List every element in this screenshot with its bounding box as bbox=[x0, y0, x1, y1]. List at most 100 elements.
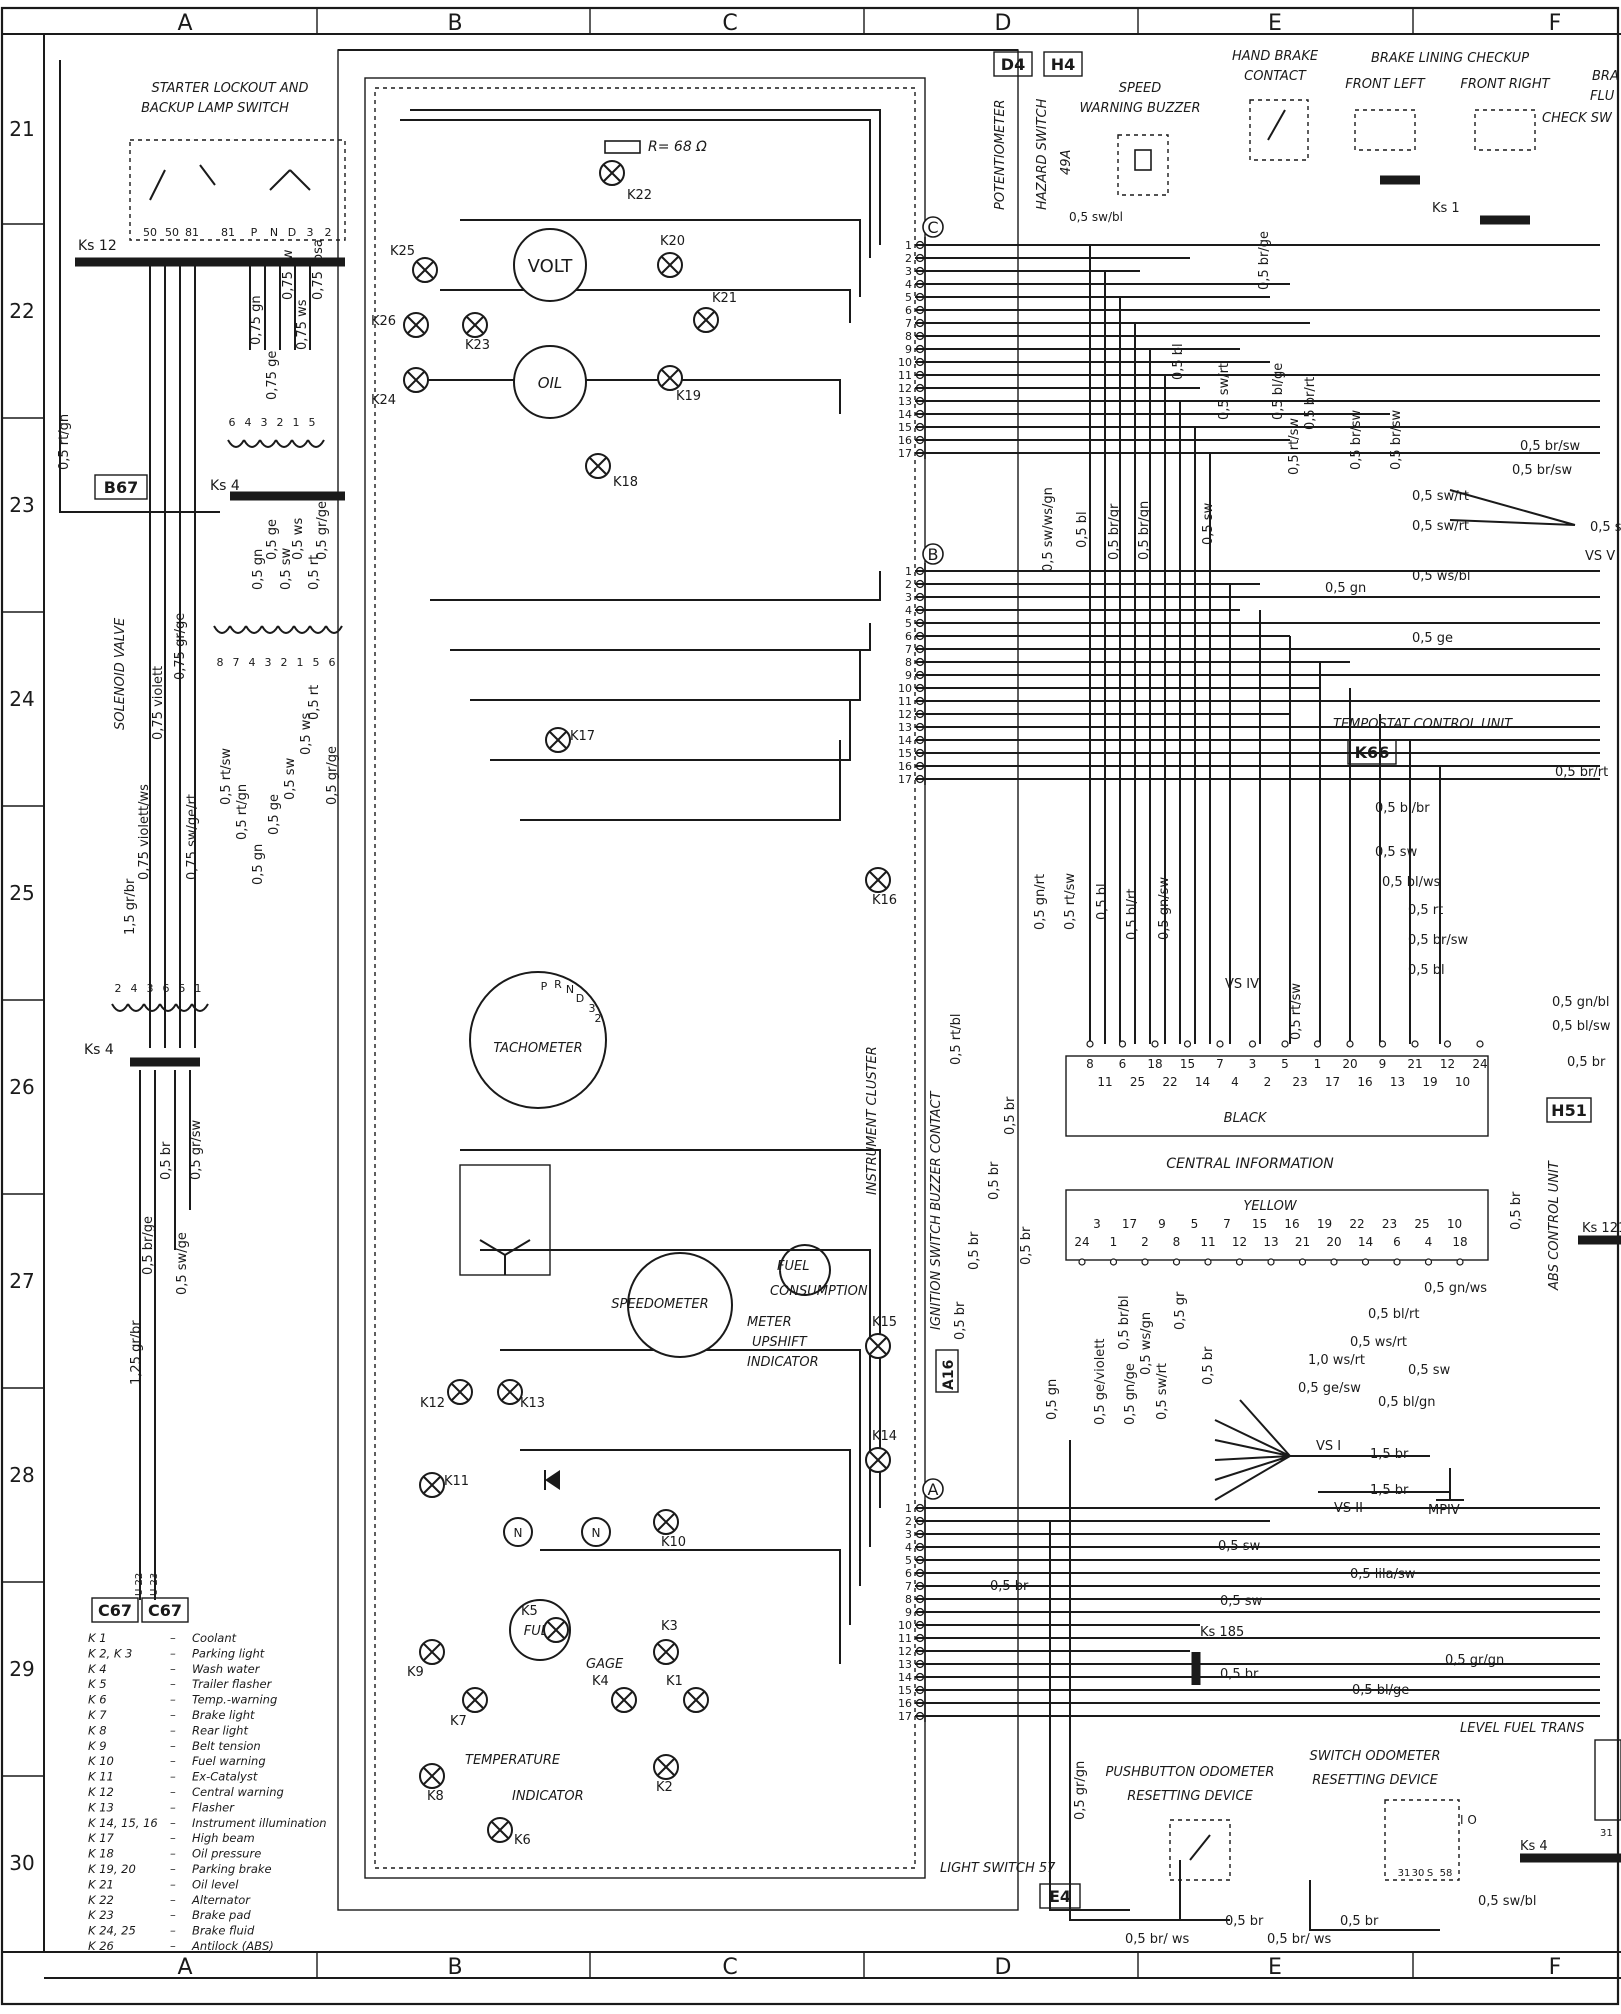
ignition-buzzer-label: IGNITION SWITCH BUZZER CONTACT bbox=[929, 1090, 944, 1330]
wire-label: 0,5 br bbox=[1509, 1191, 1524, 1230]
wire-label: 0,5 sw bbox=[1201, 502, 1216, 545]
central-pin-number: 20 bbox=[1326, 1235, 1341, 1249]
tacho-pin: N bbox=[566, 983, 574, 996]
connector-pin: 10 bbox=[898, 682, 912, 695]
legend-desc: Alternator bbox=[191, 1893, 251, 1907]
plug-pin: 5 bbox=[313, 656, 320, 669]
switch-pin: P bbox=[251, 226, 258, 239]
indicator-lamp: K4 bbox=[592, 1674, 637, 1713]
connector-pin: 13 bbox=[898, 1658, 912, 1671]
central-pin-number: 4 bbox=[1231, 1075, 1239, 1089]
wire-label: 0,5 rt bbox=[1408, 903, 1443, 918]
legend-desc: Oil level bbox=[192, 1877, 239, 1891]
oil-gauge: OIL bbox=[513, 345, 587, 419]
cluster-outline bbox=[337, 49, 1019, 1911]
lamp-label: K26 bbox=[371, 314, 396, 329]
indicator-lamp: K18 bbox=[585, 453, 638, 490]
wire-label: 0,5 bl/br bbox=[1375, 801, 1430, 816]
wires bbox=[59, 60, 1600, 1931]
legend-desc: Temp.-warning bbox=[192, 1693, 277, 1707]
resistor: R= 68 Ω bbox=[604, 139, 707, 155]
wire-label: 0,5 br bbox=[967, 1231, 982, 1270]
switch-pin: 50 bbox=[143, 226, 157, 239]
central-pin-number: 24 bbox=[1472, 1057, 1487, 1071]
wire-label: 0,5 br/ ws bbox=[1125, 1932, 1190, 1947]
wire-labels-left: 0,5 rt/gn 0,75 gn 0,75 sw 0,75 rosa 0,75… bbox=[57, 239, 340, 1385]
row-label: 21 bbox=[9, 117, 34, 141]
central-pin-number: 24 bbox=[1074, 1235, 1089, 1249]
wire-label: 0,75 violett/ws bbox=[137, 784, 152, 880]
d4-label: D4 bbox=[1001, 55, 1025, 74]
ks1-label: Ks 1 bbox=[1432, 201, 1460, 216]
indicator-lamp: K22 bbox=[599, 160, 652, 203]
oil-label: OIL bbox=[538, 374, 563, 392]
plug-pin: 5 bbox=[179, 982, 186, 995]
indicator-lamp: K6 bbox=[487, 1817, 531, 1848]
legend-code: K 5 bbox=[88, 1677, 107, 1691]
light-switch: LIGHT SWITCH 57 E4 bbox=[940, 1861, 1081, 1909]
central-pin-number: 5 bbox=[1191, 1217, 1199, 1231]
column-label: B bbox=[447, 11, 462, 36]
indicator-lamp: K15 bbox=[865, 1315, 897, 1359]
legend-dash: – bbox=[170, 1924, 176, 1938]
wire-label: 0,5 ge/sw bbox=[1298, 1381, 1361, 1396]
wire-label: 0,5 ws bbox=[299, 713, 314, 755]
connector-pin: 5 bbox=[905, 1554, 912, 1567]
wire-label: 0,5 bl bbox=[1095, 883, 1110, 920]
wire-label: 0,5 br bbox=[1567, 1055, 1606, 1070]
central-pin-number: 23 bbox=[1382, 1217, 1397, 1231]
wire-label: 0,5 sw/rt bbox=[1217, 363, 1232, 420]
central-pin-number: 9 bbox=[1158, 1217, 1166, 1231]
plug-pin: 2 bbox=[281, 656, 288, 669]
lamp-label: K22 bbox=[627, 188, 652, 203]
plug-pin: 7 bbox=[233, 656, 240, 669]
legend-desc: Ex-Catalyst bbox=[192, 1770, 258, 1784]
switch-pin: 50 bbox=[165, 226, 179, 239]
plug-pin: 4 bbox=[249, 656, 256, 669]
connector-pin: 7 bbox=[905, 317, 912, 330]
legend-code: K 10 bbox=[88, 1754, 114, 1768]
switch-pin: D bbox=[288, 226, 296, 239]
vs-v-label: VS V bbox=[1585, 549, 1615, 564]
u22-label: U 22 bbox=[134, 1573, 145, 1596]
legend-dash: – bbox=[170, 1831, 176, 1845]
tacho-pin: P bbox=[541, 980, 548, 993]
switch-odometer: SWITCH ODOMETER RESETTING DEVICE I O 31 … bbox=[1310, 1749, 1621, 1881]
a16-label: A16 bbox=[941, 1360, 957, 1390]
legend-code: K 4 bbox=[88, 1662, 107, 1676]
legend-code: K 24, 25 bbox=[88, 1924, 136, 1938]
wire-label: 0,5 gn bbox=[251, 549, 266, 590]
lamp-label: K7 bbox=[450, 1714, 467, 1729]
connector-pin: 8 bbox=[905, 656, 912, 669]
legend-code: K 6 bbox=[88, 1693, 107, 1707]
connector-pin: 11 bbox=[898, 695, 912, 708]
central-pin-number: 19 bbox=[1317, 1217, 1332, 1231]
diode-group: N N bbox=[503, 1470, 611, 1547]
connector-pin: 15 bbox=[898, 747, 912, 760]
central-pin bbox=[1378, 1040, 1387, 1048]
odo-pin: 58 bbox=[1440, 1868, 1453, 1879]
ks4-label-2: Ks 4 bbox=[84, 1042, 114, 1058]
central-pin bbox=[1330, 1258, 1338, 1266]
central-pin-number: 15 bbox=[1252, 1217, 1267, 1231]
lamp-label: K19 bbox=[676, 389, 701, 404]
wire-label: 0,5 sw/bl bbox=[1478, 1894, 1536, 1909]
connector-pin: 16 bbox=[898, 434, 912, 447]
wire-label: 0,75 sw/ge/rt bbox=[185, 794, 200, 880]
plug-pin: 6 bbox=[163, 982, 170, 995]
wire-label: 0,5 br/rt bbox=[1555, 765, 1608, 780]
wire-label: 0,5 gn/bl bbox=[1552, 995, 1610, 1010]
wire-label: 0,5 gn/ws bbox=[1424, 1281, 1487, 1296]
legend-dash: – bbox=[170, 1939, 176, 1953]
connector-pin: 7 bbox=[905, 643, 912, 656]
central-pin-number: 12 bbox=[1440, 1057, 1455, 1071]
central-pin bbox=[1204, 1258, 1212, 1266]
connector-pin: 5 bbox=[905, 617, 912, 630]
legend-dash: – bbox=[170, 1877, 176, 1891]
legend-desc: Central warning bbox=[192, 1785, 284, 1799]
wire-label: 0,5 rt/gn bbox=[235, 784, 250, 840]
switch-pin: 2 bbox=[325, 226, 332, 239]
central-pin bbox=[1313, 1040, 1322, 1048]
wire-label: 0,5 s bbox=[1590, 520, 1621, 535]
indicator-lamp: K24 bbox=[371, 367, 429, 408]
